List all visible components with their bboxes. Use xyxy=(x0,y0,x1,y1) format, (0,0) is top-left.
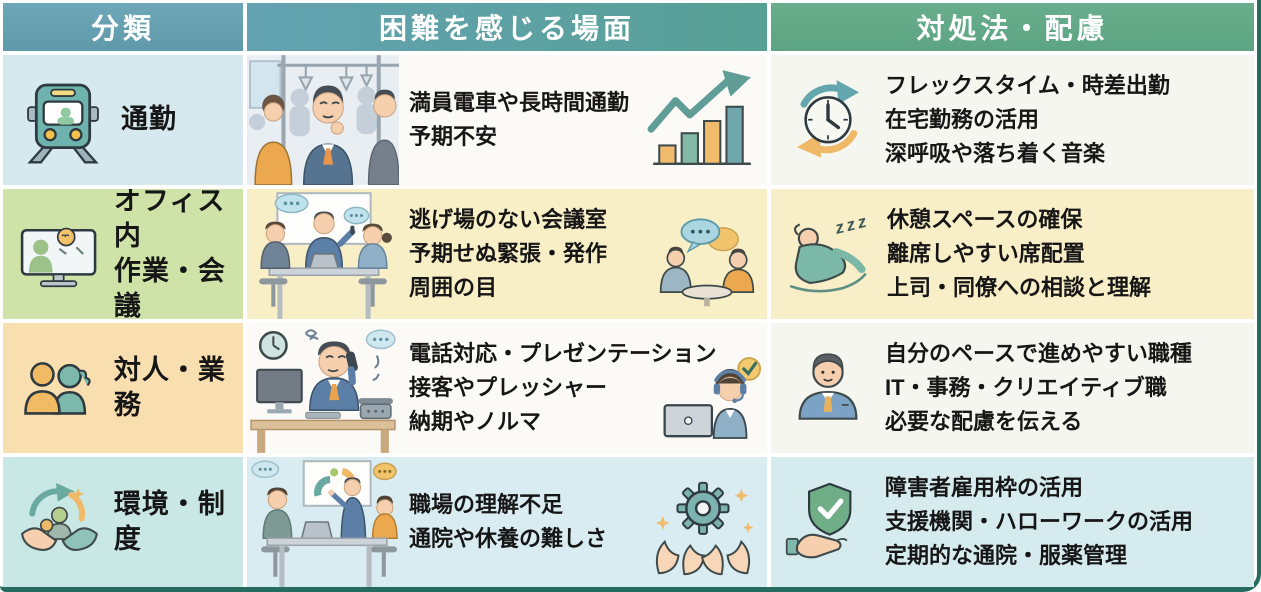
header-cell-coping: 対処法・配慮 xyxy=(771,3,1254,51)
category-label: 環境・制度 xyxy=(113,488,226,554)
environment-category-cell: 環境・制度 xyxy=(3,457,243,587)
header-label-coping: 対処法・配慮 xyxy=(916,13,1109,44)
commute-category-cell: 通勤 xyxy=(3,55,243,185)
office-category-cell: オフィス内 作業・会議 xyxy=(3,189,243,319)
interpersonal-difficulty-cell: 電話対応・プレゼンテーション 接客やプレッシャー 納期やノルマ xyxy=(247,323,767,453)
businessman-icon xyxy=(798,352,858,420)
video-call-monitor-icon xyxy=(20,227,97,288)
headset-operator-icon xyxy=(661,352,761,449)
phone-desk-illustration xyxy=(247,323,399,453)
two-people-icon xyxy=(24,362,91,415)
environment-difficulty-cell: 職場の理解不足 通院や休養の難しさ xyxy=(247,457,767,587)
shield-check-hand-icon xyxy=(785,482,852,558)
header-label-difficulty: 困難を感じる場面 xyxy=(378,13,635,44)
train-icon xyxy=(27,83,99,164)
category-label: オフィス内 作業・会議 xyxy=(113,189,226,319)
environment-coping-cell: 障害者雇用枠の活用 支援機関・ハローワークの活用 定期的な通院・服薬管理 xyxy=(771,457,1254,587)
difficulty-text: 逃げ場のない会議室 予期せぬ緊張・発作 周囲の目 xyxy=(409,206,608,301)
coping-text: 自分のペースで進めやすい職種 IT・事務・クリエイティブ職 必要な配慮を伝える xyxy=(885,340,1192,435)
interpersonal-coping-cell: 自分のペースで進めやすい職種 IT・事務・クリエイティブ職 必要な配慮を伝える xyxy=(771,323,1254,453)
coping-text: 障害者雇用枠の活用 支援機関・ハローワークの活用 定期的な通院・服薬管理 xyxy=(885,474,1194,569)
header-cell-difficulty: 困難を感じる場面 xyxy=(247,3,767,51)
meeting-room-illustration xyxy=(247,189,399,319)
flex-time-clock-icon xyxy=(797,79,859,158)
resting-person-icon xyxy=(789,222,867,292)
difficulty-text: 職場の理解不足 通院や休養の難しさ xyxy=(409,491,608,551)
growth-chart-icon xyxy=(645,70,757,177)
interpersonal-category-cell: 対人・業務 xyxy=(3,323,243,453)
office-difficulty-cell: 逃げ場のない会議室 予期せぬ緊張・発作 周囲の目 xyxy=(247,189,767,319)
difficulty-text: 電話対応・プレゼンテーション 接客やプレッシャー 納期やノルマ xyxy=(409,340,717,435)
difficulty-text: 満員電車や長時間通勤 予期不安 xyxy=(409,89,630,149)
category-label: 通勤 xyxy=(121,104,177,135)
crowded-train-illustration xyxy=(247,55,399,185)
header-cell-category: 分類 xyxy=(3,3,243,51)
coping-text: フレックスタイム・時差出勤 在宅勤務の活用 深呼吸や落ち着く音楽 xyxy=(885,72,1170,167)
conversation-icon xyxy=(655,212,759,313)
caring-hands-icon xyxy=(20,482,98,551)
commute-difficulty-cell: 満員電車や長時間通勤 予期不安 xyxy=(247,55,767,185)
header-label-category: 分類 xyxy=(90,13,155,44)
gear-hands-icon xyxy=(649,476,757,581)
office-coping-cell: zzz 休憩スペースの確保 離席しやすい席配置 上司・同僚への相談と理解 xyxy=(771,189,1254,319)
whiteboard-meeting-illustration xyxy=(247,457,399,587)
category-label: 対人・業務 xyxy=(113,354,226,420)
coping-text: 休憩スペースの確保 離席しやすい席配置 上司・同僚への相談と理解 xyxy=(887,206,1152,301)
commute-coping-cell: フレックスタイム・時差出勤 在宅勤務の活用 深呼吸や落ち着く音楽 xyxy=(771,55,1254,185)
